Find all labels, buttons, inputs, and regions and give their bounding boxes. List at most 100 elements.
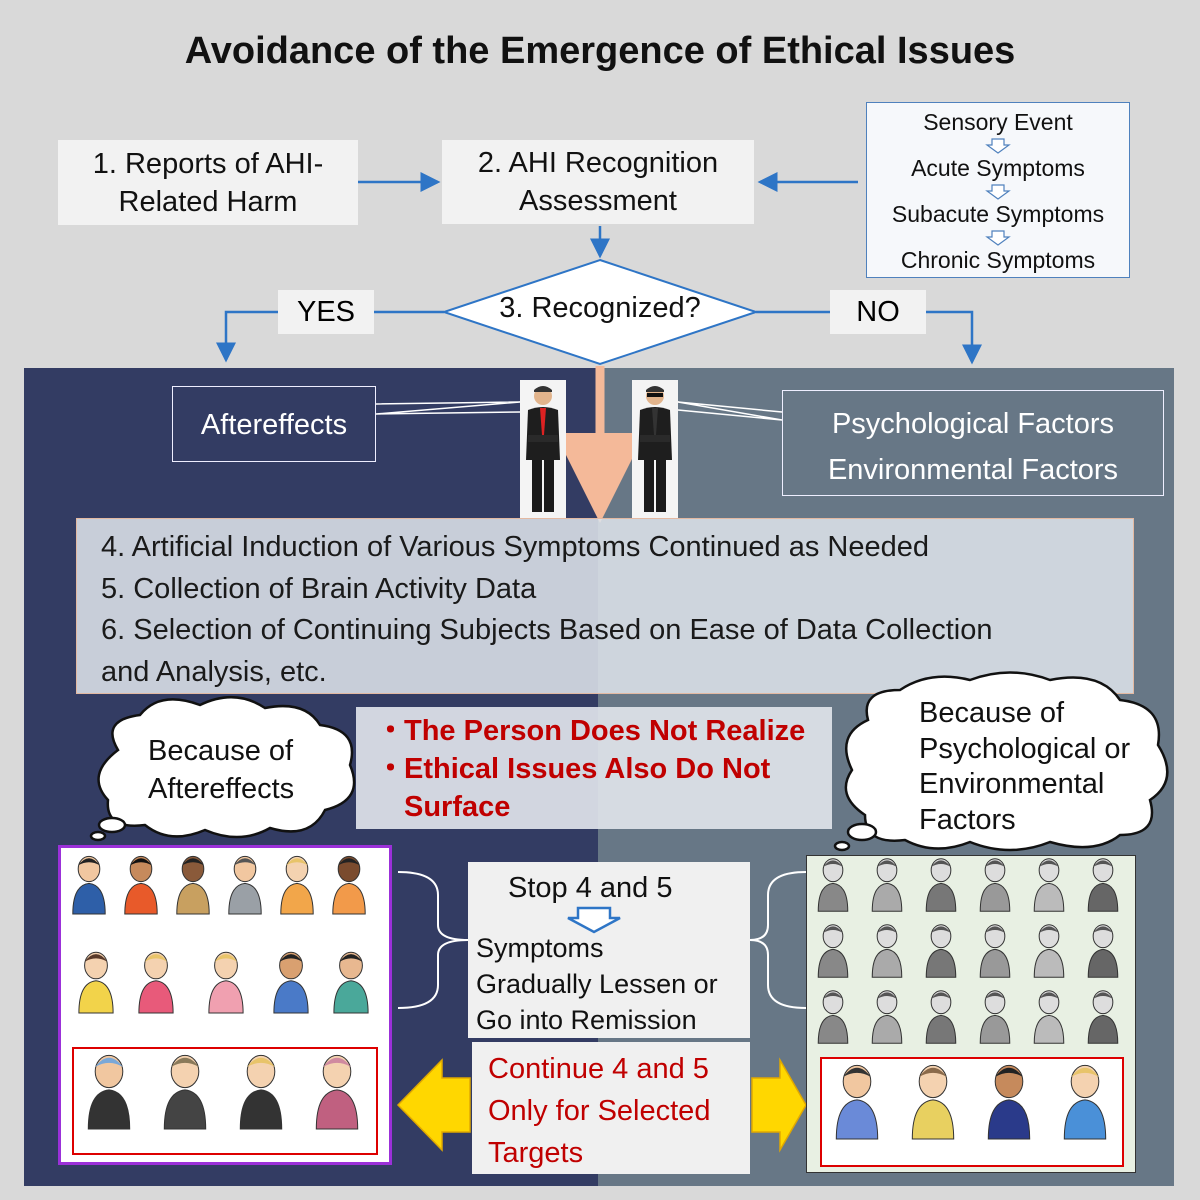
person-illustration <box>871 858 903 912</box>
step-2-box: 2. AHI Recognition Assessment <box>442 140 754 224</box>
step-1-box: 1. Reports of AHI- Related Harm <box>58 140 358 225</box>
person-illustration <box>817 858 849 912</box>
sequence-chronic: Chronic Symptoms <box>900 247 1096 273</box>
continue-line-3: Targets <box>488 1137 584 1169</box>
bullet: ・ <box>376 753 406 785</box>
bullet: ・ <box>376 715 406 747</box>
bubble-right-text: Because of Psychological or Environmenta… <box>919 696 1130 838</box>
warning-line-2: Ethical Issues Also Do Not <box>404 753 771 785</box>
person-illustration <box>1033 858 1065 912</box>
person-illustration <box>1087 858 1119 912</box>
person-illustration <box>273 951 309 1014</box>
no-label: NO <box>830 290 926 334</box>
decision-diamond <box>440 258 760 366</box>
sequence-subacute: Subacute Symptoms <box>891 201 1105 227</box>
leader-factors <box>677 401 783 421</box>
person-illustration <box>72 855 106 915</box>
continue-line-2: Only for Selected <box>488 1095 711 1127</box>
step-5: 5. Collection of Brain Activity Data <box>101 572 537 605</box>
warning-line-1: The Person Does Not Realize <box>404 715 806 747</box>
people-illustration-right <box>806 855 1136 1173</box>
yes-label: YES <box>278 290 374 334</box>
stop-line-1: Symptoms <box>476 933 604 963</box>
bubble-left-line-2: Aftereffects <box>148 773 295 805</box>
step-2-line-2: Assessment <box>519 185 677 217</box>
warning-box: ・The Person Does Not Realize ・Ethical Is… <box>356 707 832 829</box>
people-grid-right <box>817 858 1124 1167</box>
selected-targets-frame <box>72 1047 378 1155</box>
person-illustration <box>1063 1064 1107 1140</box>
person-illustration <box>138 951 174 1014</box>
stop-line-3: Go into Remission <box>476 1005 697 1035</box>
steps-box: 4. Artificial Induction of Various Sympt… <box>76 518 1134 694</box>
down-arrow-icon <box>867 226 1129 249</box>
stop-lines: Symptoms Gradually Lessen or Go into Rem… <box>476 930 718 1038</box>
continue-line-1: Continue 4 and 5 <box>488 1053 709 1085</box>
down-arrow-icon <box>867 180 1129 203</box>
person-illustration <box>315 1054 359 1130</box>
step-6-continued: and Analysis, etc. <box>101 655 327 688</box>
person-illustration <box>163 1054 207 1130</box>
sequence-acute: Acute Symptoms <box>911 155 1085 181</box>
person-illustration <box>333 951 369 1014</box>
step-1-line-1: 1. Reports of AHI- <box>92 148 324 180</box>
person-illustration <box>871 990 903 1044</box>
person-illustration <box>1033 990 1065 1044</box>
person-illustration <box>1087 990 1119 1044</box>
factor-psychological: Psychological Factors <box>831 408 1115 440</box>
yellow-arrow-left <box>396 1058 471 1152</box>
bubble-right-line-3: Environmental <box>919 768 1105 800</box>
person-illustration <box>925 924 957 978</box>
page-title: Avoidance of the Emergence of Ethical Is… <box>184 30 1016 72</box>
person-illustration <box>239 1054 283 1130</box>
person-illustration <box>87 1054 131 1130</box>
person-illustration <box>979 990 1011 1044</box>
symptom-sequence-box: Sensory Event Acute Symptoms Subacute Sy… <box>866 102 1130 278</box>
thought-bubble-left <box>89 695 356 842</box>
sequence-sensory-event: Sensory Event <box>923 109 1073 135</box>
person-illustration <box>78 951 114 1014</box>
step-4: 4. Artificial Induction of Various Sympt… <box>101 531 930 563</box>
continue-box: Continue 4 and 5 Only for Selected Targe… <box>472 1042 750 1174</box>
person-illustration <box>1033 924 1065 978</box>
agent-figure-red-tie <box>520 380 566 518</box>
factor-environmental: Environmental Factors <box>827 454 1119 486</box>
stop-line-2: Gradually Lessen or <box>476 969 718 999</box>
person-illustration <box>332 855 366 915</box>
bubble-right-line-1: Because of <box>919 697 1065 729</box>
person-illustration <box>124 855 158 915</box>
leader-aftereffects <box>375 401 521 415</box>
person-illustration <box>979 924 1011 978</box>
person-illustration <box>817 924 849 978</box>
arrow-no <box>756 310 982 365</box>
person-illustration <box>979 858 1011 912</box>
person-illustration <box>176 855 210 915</box>
thought-bubble-right <box>833 671 1169 852</box>
down-arrow-icon <box>564 906 624 941</box>
person-illustration <box>911 1064 955 1140</box>
person-illustration <box>925 858 957 912</box>
step-1-line-2: Related Harm <box>118 186 298 218</box>
bubble-left-line-1: Because of <box>148 735 294 767</box>
decision-label: 3. Recognized? <box>499 292 701 324</box>
person-illustration <box>208 951 244 1014</box>
yellow-arrow-right <box>751 1057 807 1153</box>
person-illustration <box>280 855 314 915</box>
bubble-right-line-2: Psychological or <box>919 732 1131 765</box>
warning-line-3: Surface <box>404 791 511 823</box>
person-illustration <box>1087 924 1119 978</box>
agent-figure-sunglasses <box>632 380 678 518</box>
person-illustration <box>228 855 262 915</box>
right-bracket <box>749 871 807 1009</box>
stop-title: Stop 4 and 5 <box>508 872 673 904</box>
person-illustration <box>835 1064 879 1140</box>
aftereffects-box: Aftereffects <box>172 386 376 462</box>
person-illustration <box>987 1064 1031 1140</box>
person-illustration <box>925 990 957 1044</box>
stop-box: Stop 4 and 5 Symptoms Gradually Lessen o… <box>468 862 750 1038</box>
people-grid-left <box>72 855 378 1155</box>
step-2-line-1: 2. AHI Recognition <box>477 147 719 179</box>
person-illustration <box>871 924 903 978</box>
